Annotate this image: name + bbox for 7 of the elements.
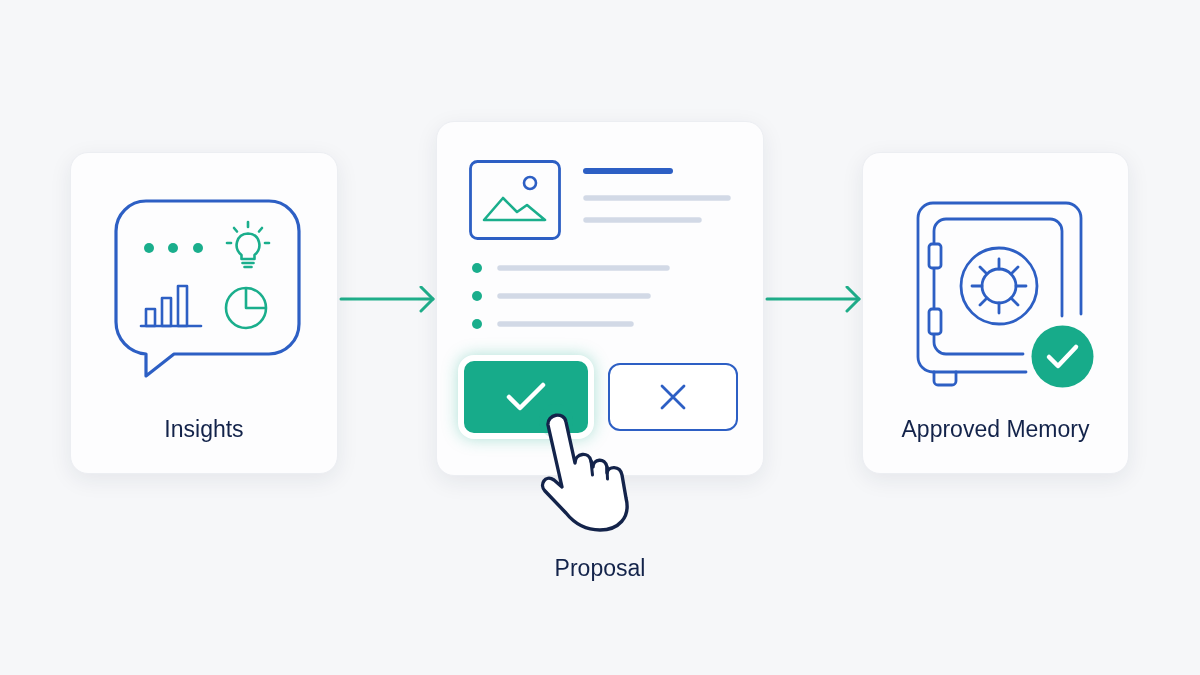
node-label: Proposal (554, 554, 646, 583)
arrow (765, 285, 861, 313)
card-panel (862, 152, 1129, 474)
card-panel (70, 152, 338, 474)
arrow (339, 285, 435, 313)
node-label: Approved Memory (901, 415, 1090, 444)
node-label: Insights (164, 415, 244, 444)
